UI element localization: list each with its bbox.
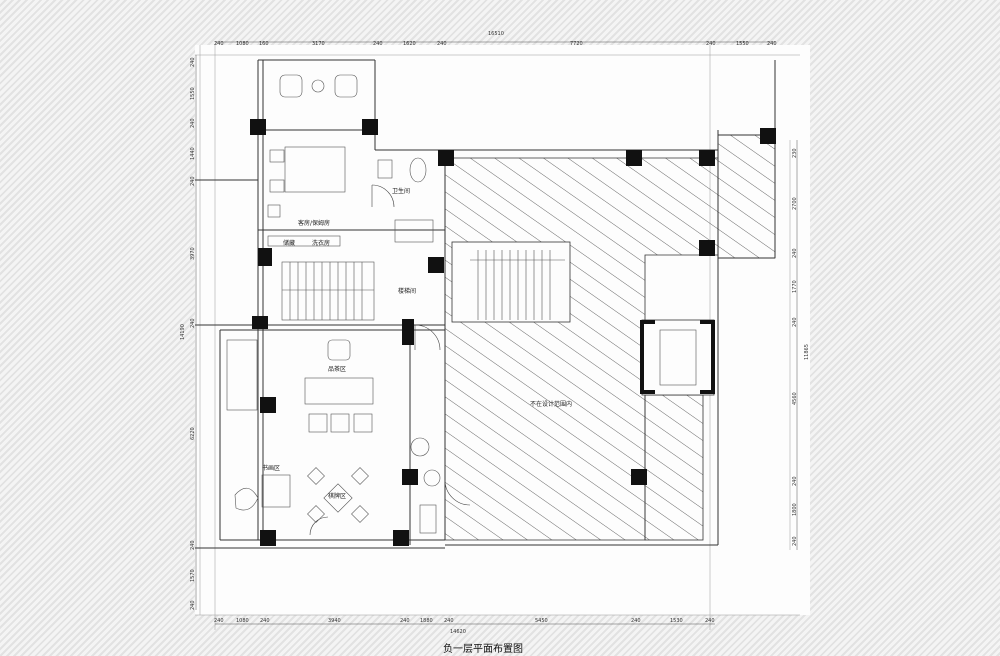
room-label-laundry: 洗衣房 [312, 239, 330, 247]
dim-left-6: 240 [190, 318, 196, 328]
dimension-bottom-total: 14620 [450, 629, 466, 635]
room-label-guest-room: 客房/保姆房 [298, 219, 330, 227]
dim-top-7: 7720 [570, 41, 583, 47]
drawing-title: 负一层平面布置图 [443, 642, 523, 655]
east-corridor [644, 394, 704, 541]
dim-bottom-9: 1530 [670, 618, 683, 624]
dim-right-3: 1770 [792, 280, 798, 293]
dim-left-5: 3970 [190, 247, 196, 260]
dim-left-7: 6220 [190, 427, 196, 440]
dim-top-9: 1550 [736, 41, 749, 47]
door-swings [309, 184, 471, 536]
dim-left-3: 1440 [190, 147, 196, 160]
dim-top-6: 240 [437, 41, 447, 47]
room-label-tea-area: 品茶区 [328, 365, 346, 373]
dimension-top: 16510 240 1080 160 3170 240 1620 240 772… [214, 31, 777, 47]
stair-treads-west [281, 261, 375, 321]
dim-left-2: 240 [190, 118, 196, 128]
dim-right-6: 240 [792, 476, 798, 486]
dim-bottom-3: 3940 [328, 618, 341, 624]
dim-bottom-10: 240 [705, 618, 715, 624]
bathroom-fixtures [377, 157, 434, 243]
dimension-left-total: 14190 [180, 324, 186, 340]
dim-top-8: 240 [706, 41, 716, 47]
dim-top-5: 1620 [403, 41, 416, 47]
walls [195, 59, 776, 549]
dim-right-0: 230 [792, 148, 798, 158]
chess-room-furniture [234, 437, 441, 534]
dim-top-4: 240 [373, 41, 383, 47]
dim-bottom-4: 240 [400, 618, 410, 624]
dim-top-1: 1080 [236, 41, 249, 47]
dim-top-0: 240 [214, 41, 224, 47]
dim-right-4: 240 [792, 317, 798, 327]
dim-bottom-7: 5450 [535, 618, 548, 624]
dim-bottom-2: 240 [260, 618, 270, 624]
dim-left-9: 1570 [190, 569, 196, 582]
dim-bottom-0: 240 [214, 618, 224, 624]
stair-treads-east [470, 250, 565, 320]
dim-top-10: 240 [767, 41, 777, 47]
dimension-top-total: 16510 [488, 31, 504, 37]
east-strip-hatch [717, 134, 776, 259]
dimension-right: 230 2700 240 1770 240 4560 240 1800 240 … [792, 140, 810, 550]
dim-left-0: 240 [190, 57, 196, 67]
elevator-shaft [640, 319, 715, 396]
dim-right-8: 240 [792, 536, 798, 546]
dim-left-1: 1550 [190, 87, 196, 100]
dim-bottom-1: 1080 [236, 618, 249, 624]
room-label-reading-area: 书画区 [262, 464, 280, 472]
dim-right-2: 240 [792, 248, 798, 258]
stair-cutout [451, 241, 571, 323]
dim-bottom-5: 1880 [420, 618, 433, 624]
room-label-excluded-zone: 不在设计范围内 [530, 400, 572, 408]
dim-bottom-8: 240 [631, 618, 641, 624]
guest-room-furniture [267, 74, 358, 247]
dim-bottom-6: 240 [444, 618, 454, 624]
room-label-stairwell: 楼梯间 [398, 287, 416, 295]
room-label-chess-room: 棋牌区 [328, 492, 346, 500]
dim-top-2: 160 [259, 41, 269, 47]
dim-top-3: 3170 [312, 41, 325, 47]
dim-right-1: 2700 [792, 197, 798, 210]
tea-area-furniture [226, 339, 374, 433]
dimension-left: 240 1550 240 1440 240 3970 240 6220 240 … [180, 55, 197, 610]
dim-right-7: 1800 [792, 503, 798, 516]
room-label-storage: 储藏 [283, 239, 295, 247]
dim-left-4: 240 [190, 176, 196, 186]
room-label-bathroom: 卫生间 [392, 187, 410, 195]
dim-left-8: 240 [190, 540, 196, 550]
dimension-right-total: 11865 [804, 344, 810, 360]
dim-left-10: 240 [190, 600, 196, 610]
structural-columns [250, 119, 776, 546]
dimension-bottom: 240 1080 240 3940 240 1880 240 5450 240 … [214, 618, 715, 635]
dim-right-5: 4560 [792, 392, 798, 405]
